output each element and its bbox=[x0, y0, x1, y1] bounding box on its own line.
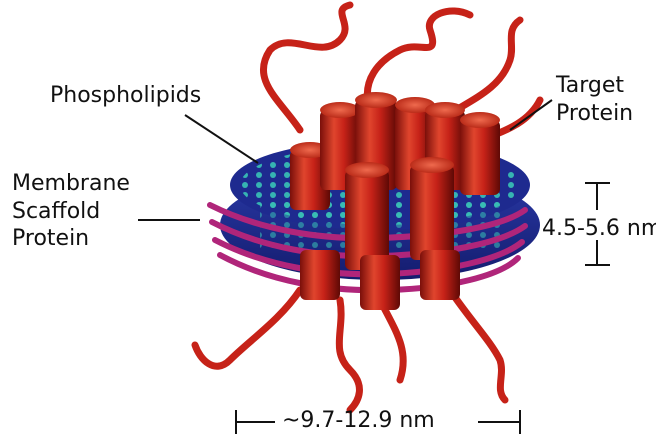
helix-6 bbox=[460, 112, 500, 195]
membrane-label-line3: Protein bbox=[12, 225, 130, 253]
loop-bottom-left bbox=[195, 290, 300, 366]
loop-bottom-center2 bbox=[380, 300, 403, 380]
helix-lower-2 bbox=[360, 255, 400, 310]
phospholipids-leader bbox=[185, 115, 258, 163]
helix-7 bbox=[345, 162, 389, 270]
membrane-label-line1: Membrane bbox=[12, 170, 130, 198]
height-dimension-label: 4.5-5.6 nm bbox=[542, 215, 656, 243]
phospholipids-label: Phospholipids bbox=[50, 82, 201, 110]
helix-8 bbox=[410, 157, 454, 260]
target-protein-leader bbox=[510, 100, 552, 130]
loop-bottom-center1 bbox=[339, 300, 359, 410]
helix-lower-1 bbox=[300, 250, 340, 300]
membrane-label-line2: Scaffold bbox=[12, 198, 130, 226]
target-protein-label-line1: Target bbox=[556, 72, 633, 100]
loop-bottom-right bbox=[450, 290, 505, 400]
target-protein-label-line2: Protein bbox=[556, 100, 633, 128]
helix-lower-3 bbox=[420, 250, 460, 300]
membrane-scaffold-protein-label: Membrane Scaffold Protein bbox=[12, 170, 130, 253]
target-protein-label: Target Protein bbox=[556, 72, 633, 127]
width-dimension-label: ~9.7-12.9 nm bbox=[282, 407, 435, 435]
